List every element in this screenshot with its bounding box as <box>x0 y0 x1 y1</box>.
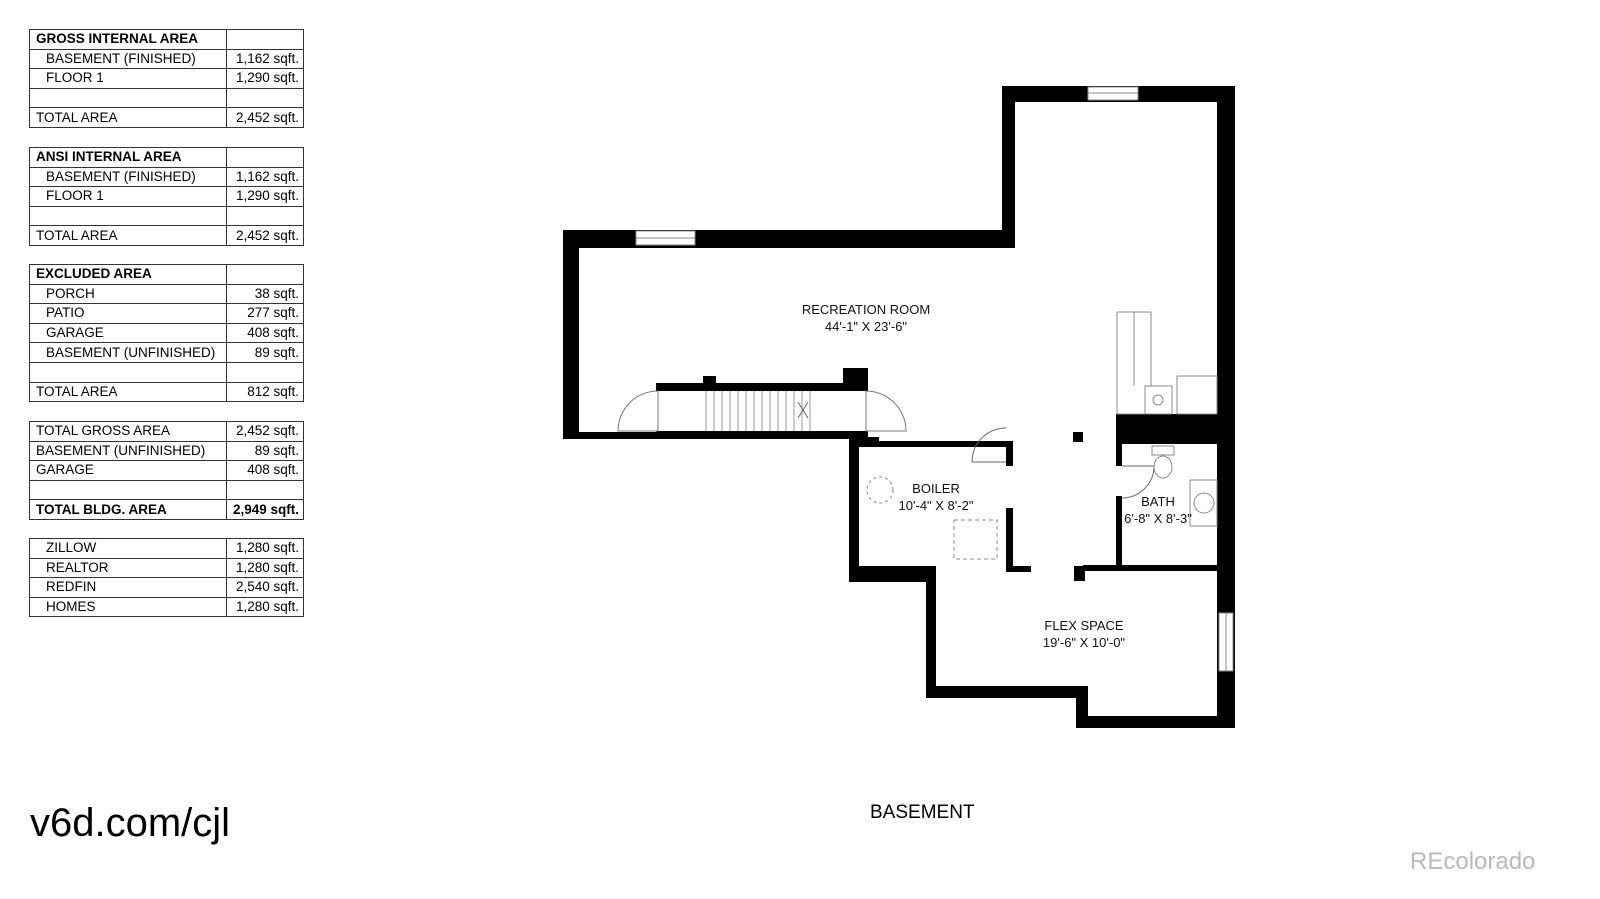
area-value: 89 sqft. <box>226 342 304 363</box>
area-label: HOMES <box>29 596 227 618</box>
area-value: 812 sqft. <box>226 381 304 403</box>
area-label: TOTAL AREA <box>29 381 227 403</box>
area-label: ANSI INTERNAL AREA <box>29 147 227 168</box>
area-label: TOTAL BLDG. AREA <box>29 499 227 520</box>
table-row: ANSI INTERNAL AREA <box>29 147 304 168</box>
area-value: 1,162 sqft. <box>226 166 304 188</box>
boiler-room-name: BOILER <box>912 481 960 496</box>
doors <box>971 427 1155 499</box>
area-label: TOTAL GROSS AREA <box>29 421 227 442</box>
area-value: 2,452 sqft. <box>226 225 304 246</box>
table-row: BASEMENT (FINISHED)1,162 sqft. <box>29 48 304 70</box>
tour-url[interactable]: v6d.com/cjl <box>30 801 231 845</box>
windows <box>635 86 1234 672</box>
area-label: GARAGE <box>29 322 227 344</box>
area-value: 2,949 sqft. <box>226 499 304 520</box>
bath-room-name: BATH <box>1141 494 1175 509</box>
table-row <box>29 205 304 227</box>
table-row: BASEMENT (FINISHED)1,162 sqft. <box>29 166 304 188</box>
flex-space-name: FLEX SPACE <box>1044 618 1124 633</box>
area-value: 1,280 sqft. <box>226 596 304 618</box>
table-row: BASEMENT (UNFINISHED)89 sqft. <box>29 440 304 462</box>
recreation-room-dims: 44'-1" X 23'-6" <box>825 319 908 334</box>
table-row: BASEMENT (UNFINISHED)89 sqft. <box>29 342 304 363</box>
area-value: 277 sqft. <box>226 303 304 324</box>
area-label: BASEMENT (FINISHED) <box>29 166 227 188</box>
recreation-room-name: RECREATION ROOM <box>802 302 930 317</box>
flex-space-dims: 19'-6" X 10'-0" <box>1043 635 1126 650</box>
boiler-room-dims: 10'-4" X 8'-2" <box>899 498 974 513</box>
area-value: 2,452 sqft. <box>226 421 304 442</box>
area-value: 38 sqft. <box>226 283 304 305</box>
area-value: 408 sqft. <box>226 460 304 481</box>
staircase <box>617 390 907 432</box>
area-label: TOTAL AREA <box>29 107 227 128</box>
recolorado-watermark: REcolorado <box>1410 848 1536 875</box>
interior-walls <box>656 368 1219 581</box>
area-value: 1,280 sqft. <box>226 557 304 579</box>
area-value: 2,452 sqft. <box>226 107 304 128</box>
exterior-walls <box>563 86 1235 728</box>
area-value: 1,290 sqft. <box>226 68 304 89</box>
table-row: GROSS INTERNAL AREA <box>29 29 304 50</box>
bath-room-dims: 6'-8" X 8'-3" <box>1124 511 1192 526</box>
floor-label: BASEMENT <box>870 802 975 823</box>
fixtures <box>866 311 1218 560</box>
room-labels: RECREATION ROOM 44'-1" X 23'-6" BOILER 1… <box>802 302 1192 650</box>
